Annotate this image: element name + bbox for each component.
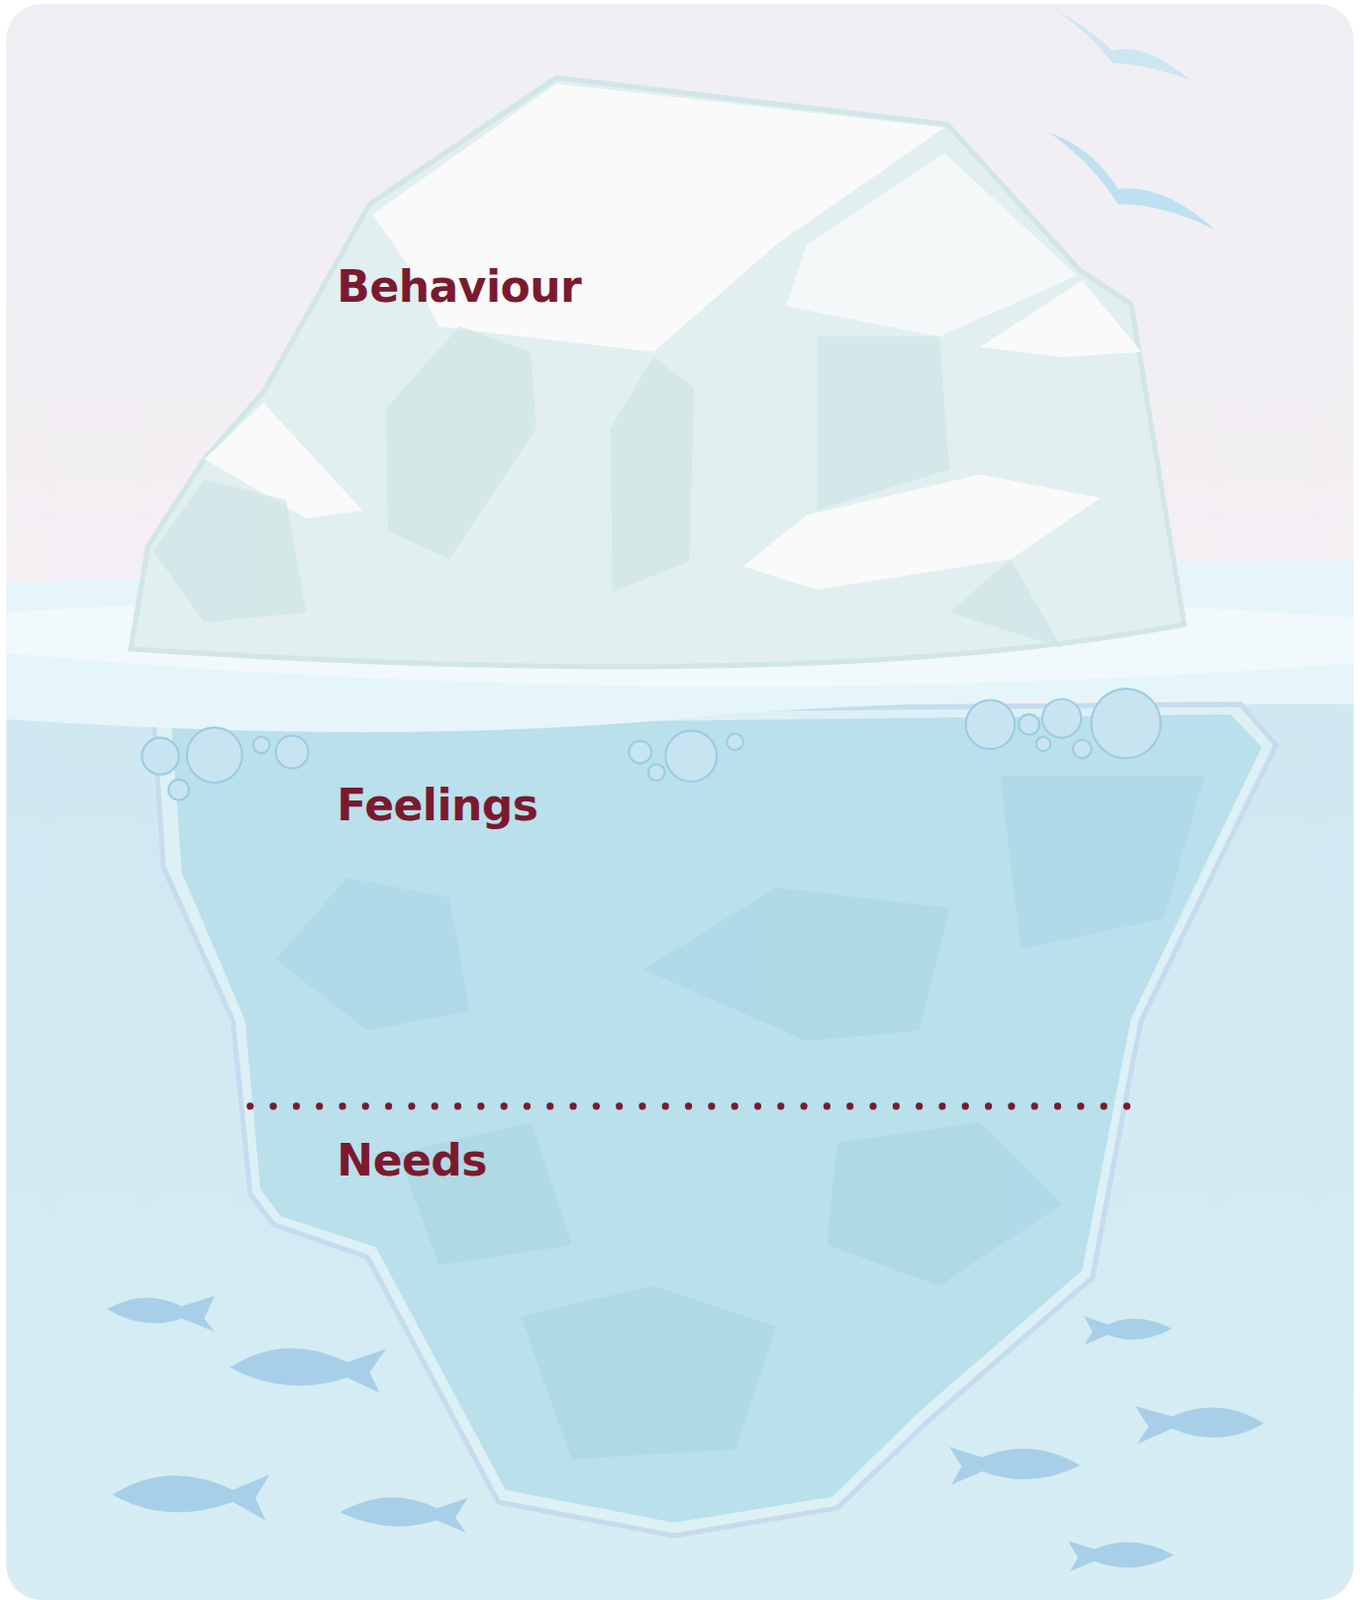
layer-label: Needs <box>336 1137 488 1185</box>
layer-label: Feelings <box>336 781 538 830</box>
layer-label: Behaviour <box>336 263 582 311</box>
